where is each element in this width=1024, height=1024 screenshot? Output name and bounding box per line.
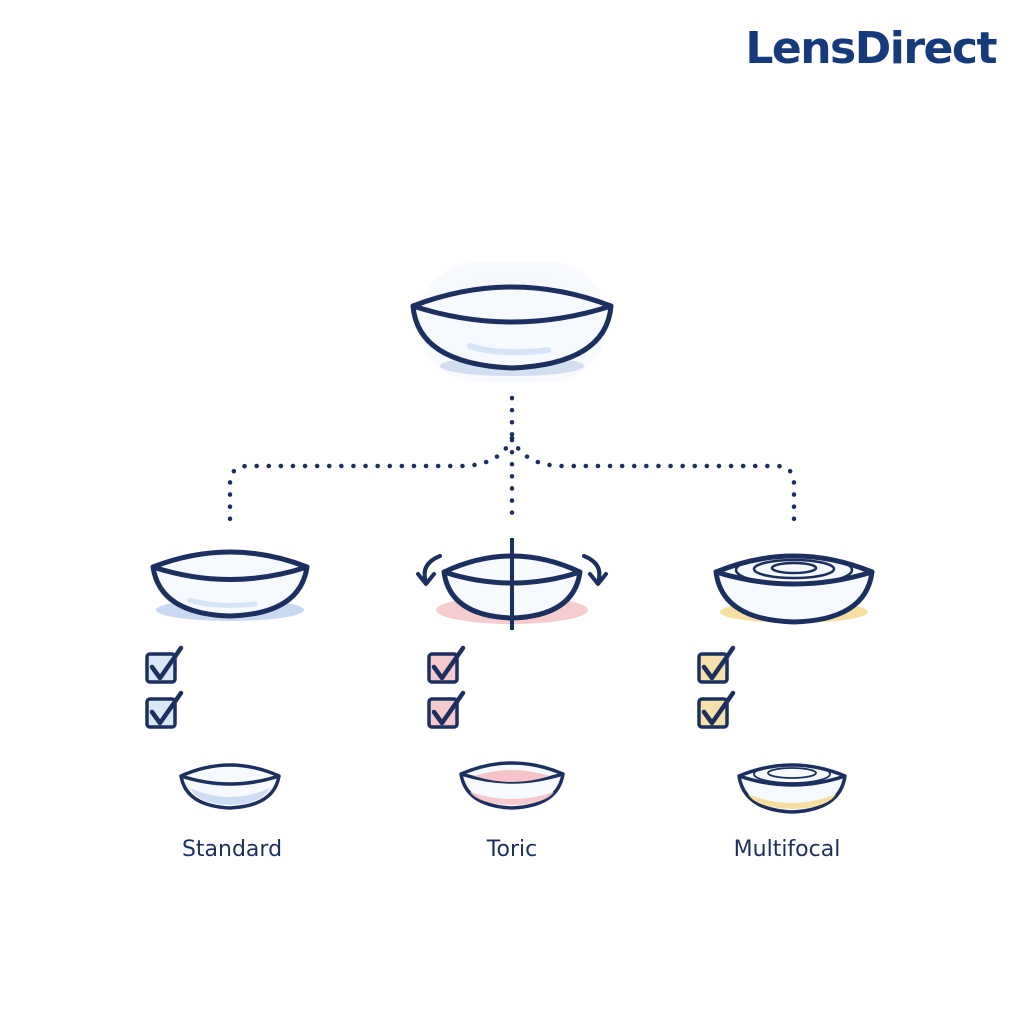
multifocal-lens-small — [737, 763, 847, 814]
category-label-standard: Standard — [182, 837, 282, 862]
multifocal-ring-inner — [770, 561, 818, 575]
toric-checklist — [427, 645, 466, 729]
toric-lens-large — [416, 538, 608, 630]
multifocal-lens-large — [713, 553, 875, 625]
multifocal-checkbox-2 — [697, 690, 736, 729]
checkmark-icon — [431, 690, 466, 726]
category-label-multifocal: Multifocal — [734, 837, 841, 862]
toric-lens-small — [459, 761, 565, 810]
multifocal-ring-outer — [734, 554, 854, 586]
checkmark-icon — [701, 690, 736, 726]
connector-multifocal — [509, 435, 797, 523]
standard-checkbox-2 — [145, 690, 184, 729]
tree-connectors — [227, 395, 797, 523]
multifocal-checkbox-1 — [697, 645, 736, 684]
standard-lens-large — [150, 549, 310, 621]
multifocal-checklist — [697, 645, 736, 729]
checkmark-icon — [431, 645, 466, 681]
contact-lens-icon — [410, 284, 614, 371]
parent-lens — [410, 262, 614, 382]
rotate-right-arrow-icon — [582, 554, 602, 584]
multifocal-ring-middle — [752, 558, 836, 580]
category-label-toric: Toric — [486, 837, 537, 862]
rotate-left-arrow-icon — [422, 554, 442, 584]
connector-standard — [227, 435, 515, 523]
brand-logo: LensDirect — [745, 23, 997, 74]
standard-lens-small — [179, 763, 281, 810]
toric-checkbox-2 — [427, 690, 466, 729]
checkmark-icon — [149, 645, 184, 681]
toric-checkbox-1 — [427, 645, 466, 684]
standard-checkbox-1 — [145, 645, 184, 684]
checkmark-icon — [149, 690, 184, 726]
standard-checklist — [145, 645, 184, 729]
checkmark-icon — [701, 645, 736, 681]
